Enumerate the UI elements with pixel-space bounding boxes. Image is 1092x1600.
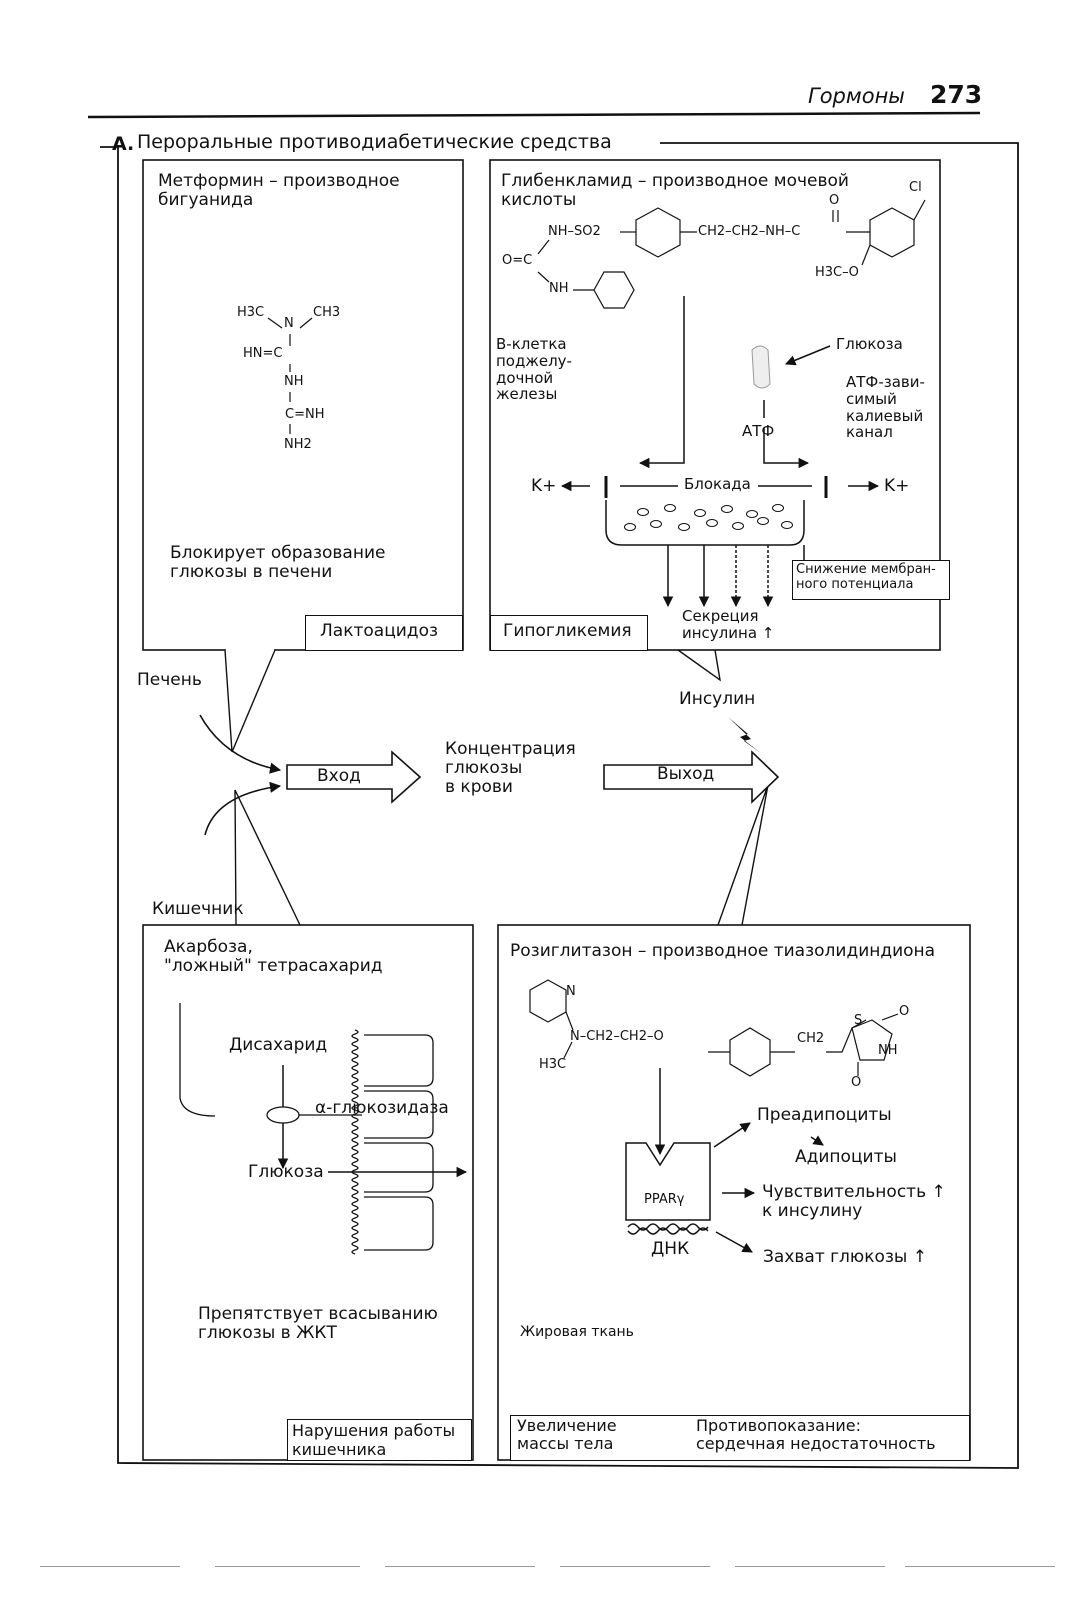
- figure-label: A.: [112, 133, 135, 155]
- adipose-tissue-label: Жировая ткань: [520, 1324, 634, 1340]
- glibenclamide-side-effect: Гипогликемия: [490, 615, 648, 651]
- adipocytes-label: Адипоциты: [795, 1147, 897, 1167]
- beta-cell-mechanism: [560, 296, 880, 608]
- glibenclamide-atom: NH–SO2: [548, 224, 601, 239]
- liver-label: Печень: [137, 670, 202, 690]
- blood-glucose-label: Концентрация глюкозы в крови: [445, 739, 576, 798]
- glibenclamide-atom: O=C: [502, 253, 533, 268]
- k-ion-right: K+: [884, 476, 910, 496]
- rosiglitazone-atom: CH2: [797, 1031, 825, 1046]
- intestine-label: Кишечник: [152, 899, 244, 919]
- glucose-input-label: Вход: [317, 766, 361, 786]
- glibenclamide-atom: CH2–CH2–NH–C: [698, 224, 801, 239]
- rosiglitazone-structure: [529, 979, 899, 1077]
- beta-cell-label: B-клетка поджелу- дочной железы: [496, 335, 572, 404]
- metformin-title: Метформин – производное бигуанида: [158, 171, 400, 211]
- rosiglitazone-atom: O: [899, 1004, 910, 1019]
- dna-label: ДНК: [651, 1239, 690, 1259]
- scan-edge: [0, 1552, 1092, 1582]
- disaccharide-label: Дисахарид: [229, 1035, 328, 1055]
- metformin-effect: Блокирует образование глюкозы в печени: [170, 543, 386, 583]
- page-number: 273: [930, 80, 983, 109]
- outer-frame: [117, 142, 1019, 1469]
- rosiglitazone-footer: Увеличение массы тела Противопоказание: …: [510, 1415, 970, 1461]
- metformin-atom: CH3: [313, 305, 341, 320]
- insulin-label: Инсулин: [679, 689, 756, 709]
- rosiglitazone-atom: O: [851, 1075, 862, 1090]
- metformin-atom: N: [284, 316, 294, 331]
- acarbose-side-effect-text: Нарушения работы кишечника: [292, 1421, 456, 1460]
- glibenclamide-title: Глибенкламид – производное мочевой кисло…: [501, 171, 849, 211]
- glucose-uptake-label: Захват глюкозы ↑: [763, 1247, 928, 1267]
- running-header-section: Гормоны: [808, 84, 905, 108]
- metformin-panel: [142, 159, 464, 651]
- membrane-potential-text: Снижение мембран- ного потенциала: [796, 562, 936, 592]
- metformin-atom: HN=C: [243, 346, 283, 361]
- preadipocytes-label: Преадипоциты: [757, 1105, 892, 1125]
- intestine-wall: [179, 1003, 468, 1255]
- acarbose-glucose-label: Глюкоза: [248, 1162, 324, 1182]
- glibenclamide-structure: [537, 199, 926, 309]
- figure-title: Пероральные противодиабетические средств…: [137, 131, 612, 153]
- center-flow: [199, 714, 780, 836]
- acarbose-effect: Препятствует всасыванию глюкозы в ЖКТ: [198, 1304, 438, 1344]
- rosiglitazone-title: Розиглитазон – производное тиазолидиндио…: [510, 941, 936, 961]
- membrane-potential-note: Снижение мембран- ного потенциала: [792, 560, 950, 600]
- atp-label: АТФ: [742, 422, 775, 440]
- katp-channel-label: АТФ-зави- симый калиевый канал: [846, 373, 925, 442]
- ppar-gamma-label: PPARγ: [644, 1192, 685, 1207]
- glibenclamide-atom: NH: [549, 281, 569, 296]
- rosiglitazone-contraindication: Противопоказание: сердечная недостаточно…: [696, 1416, 936, 1453]
- rosiglitazone-atom: N–CH2–CH2–O: [570, 1029, 664, 1044]
- glucose-output-label: Выход: [657, 764, 715, 784]
- ppar-mechanism: [625, 1068, 824, 1253]
- acarbose-side-effect: Нарушения работы кишечника: [287, 1419, 472, 1461]
- metformin-atom: NH2: [284, 437, 312, 452]
- alpha-glucosidase-label: α-глюкозидаза: [315, 1098, 449, 1118]
- insulin-sensitivity-label: Чувствительность ↑ к инсулину: [762, 1182, 946, 1222]
- glibenclamide-atom: H3C–O: [815, 265, 859, 280]
- acarbose-title: Акарбоза, "ложный" тетрасахарид: [164, 937, 383, 977]
- insulin-secretion-label: Секреция инсулина ↑: [682, 607, 775, 642]
- blockade-label: Блокада: [684, 475, 751, 493]
- rosiglitazone-atom: H3C: [539, 1057, 567, 1072]
- insulin-vesicles: [624, 504, 793, 531]
- rosiglitazone-atom: S: [854, 1013, 863, 1028]
- metformin-side-effect-text: Лактоацидоз: [320, 621, 439, 641]
- metformin-structure: [267, 317, 313, 434]
- header-rule: [87, 111, 981, 119]
- rosiglitazone-side-effect: Увеличение массы тела: [517, 1416, 617, 1453]
- metformin-atom: NH: [284, 374, 304, 389]
- metformin-side-effect: Лактоацидоз: [305, 615, 463, 651]
- glibenclamide-side-effect-text: Гипогликемия: [503, 621, 632, 641]
- metformin-atom: H3C: [237, 305, 265, 320]
- rosiglitazone-atom: N: [566, 984, 576, 999]
- glucose-label: Глюкоза: [836, 335, 903, 353]
- katp-channel-glyph: [751, 345, 771, 389]
- rosiglitazone-atom: NH: [878, 1043, 898, 1058]
- insulin-bolt: [728, 717, 762, 754]
- metformin-atom: C=NH: [285, 407, 325, 422]
- glibenclamide-atom: Cl: [909, 180, 922, 195]
- k-ion-left: K+: [531, 476, 557, 496]
- glibenclamide-atom: O: [829, 193, 840, 208]
